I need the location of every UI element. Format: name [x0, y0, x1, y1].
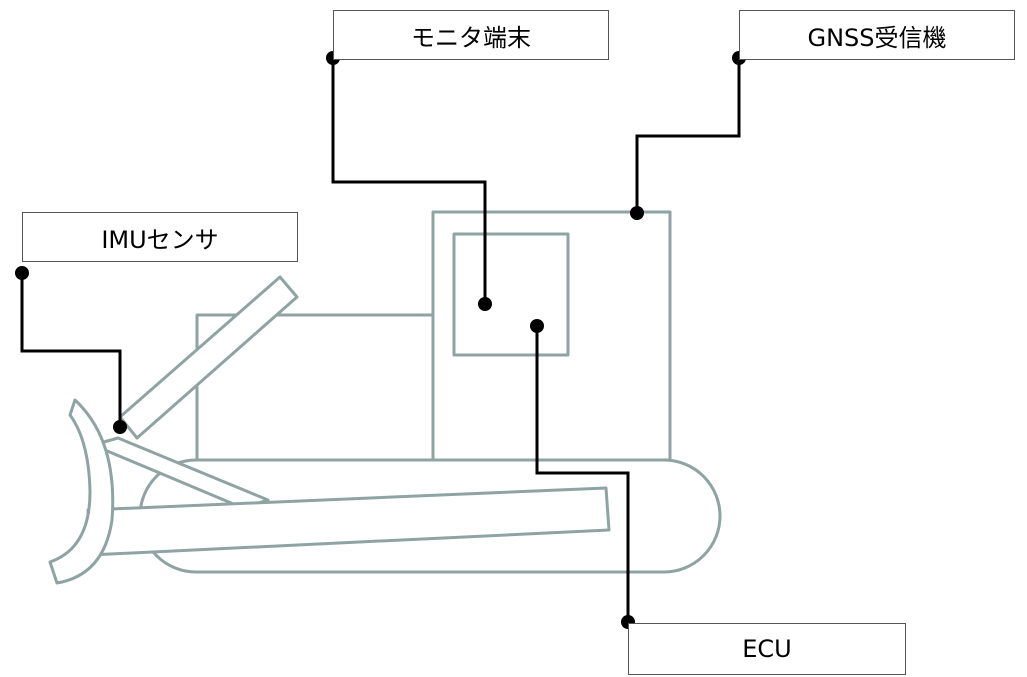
label-monitor-terminal-text: モニタ端末	[411, 23, 531, 52]
connector-dot-imu-device	[113, 420, 127, 434]
label-imu-sensor: IMUセンサ	[22, 212, 298, 262]
connector-dot-monitor-device	[478, 297, 492, 311]
leader-line-imu	[20, 273, 122, 427]
label-gnss-receiver-text: GNSS受信機	[807, 23, 947, 52]
cab-window	[452, 232, 570, 357]
label-monitor-terminal: モニタ端末	[333, 10, 609, 60]
connector-dot-imu-label	[15, 266, 29, 280]
blade	[48, 398, 115, 585]
lift-cylinder	[118, 275, 299, 440]
leader-line-ecu	[535, 326, 630, 622]
bulldozer-illustration	[48, 210, 722, 585]
blade-brace	[91, 436, 270, 510]
leader-line-monitor	[331, 58, 487, 304]
label-ecu-text: ECU	[742, 635, 792, 663]
label-ecu: ECU	[628, 623, 906, 675]
connector-dot-ecu-device	[530, 319, 544, 333]
label-gnss-receiver: GNSS受信機	[739, 10, 1015, 60]
leader-line-gnss	[635, 58, 741, 213]
label-imu-sensor-text: IMUセンサ	[101, 225, 219, 254]
connector-dot-gnss-device	[630, 206, 644, 220]
